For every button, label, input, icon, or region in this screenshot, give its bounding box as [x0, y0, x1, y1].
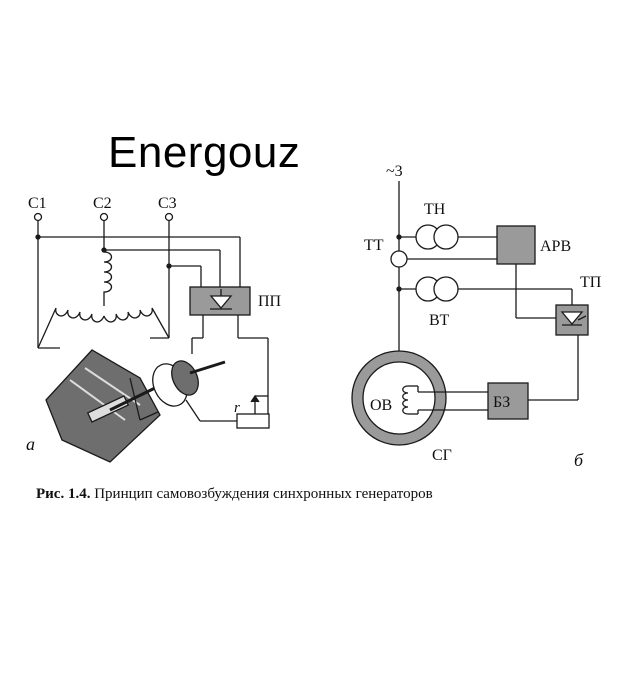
stator-coil-c3 [103, 307, 170, 339]
label-tn: ТН [424, 201, 446, 218]
label-pp: ПП [258, 293, 282, 310]
label-ov: ОВ [370, 397, 392, 414]
terminal-c2 [99, 212, 109, 222]
label-part-a: а [26, 434, 35, 454]
terminal-c3 [164, 212, 174, 222]
transformer-tn-secondary [433, 224, 459, 250]
label-three-phase: ~3 [386, 163, 403, 180]
generator-sg-inner [362, 361, 436, 435]
label-c1: C1 [28, 195, 47, 212]
label-bz: БЗ [493, 394, 510, 411]
label-arv: АРВ [540, 238, 571, 255]
label-vt: ВТ [429, 312, 449, 329]
label-r: r [234, 400, 240, 416]
label-tt: ТТ [364, 237, 384, 254]
field-winding-ov [402, 385, 409, 415]
figure-caption: Рис. 1.4. Принцип самовозбуждения синхро… [36, 486, 626, 503]
label-c3: C3 [158, 195, 177, 212]
stator-coil-c1 [37, 307, 105, 349]
stator-coil-c2 [103, 251, 113, 306]
label-tp: ТП [580, 274, 602, 291]
label-part-b: б [574, 450, 584, 470]
rectifier-pp-box [189, 286, 251, 316]
label-sg: СГ [432, 447, 452, 464]
label-c2: C2 [93, 195, 112, 212]
resistor-r [236, 413, 270, 429]
transformer-vt-secondary [433, 276, 459, 302]
bz-box [487, 382, 529, 420]
terminal-c1 [33, 212, 43, 222]
arv-box [496, 225, 536, 265]
current-transformer-tt [390, 250, 408, 268]
watermark: Energouz [108, 128, 301, 177]
caption-number: Рис. 1.4. [36, 486, 91, 502]
caption-text: Принцип самовозбуждения синхронных генер… [90, 486, 433, 502]
